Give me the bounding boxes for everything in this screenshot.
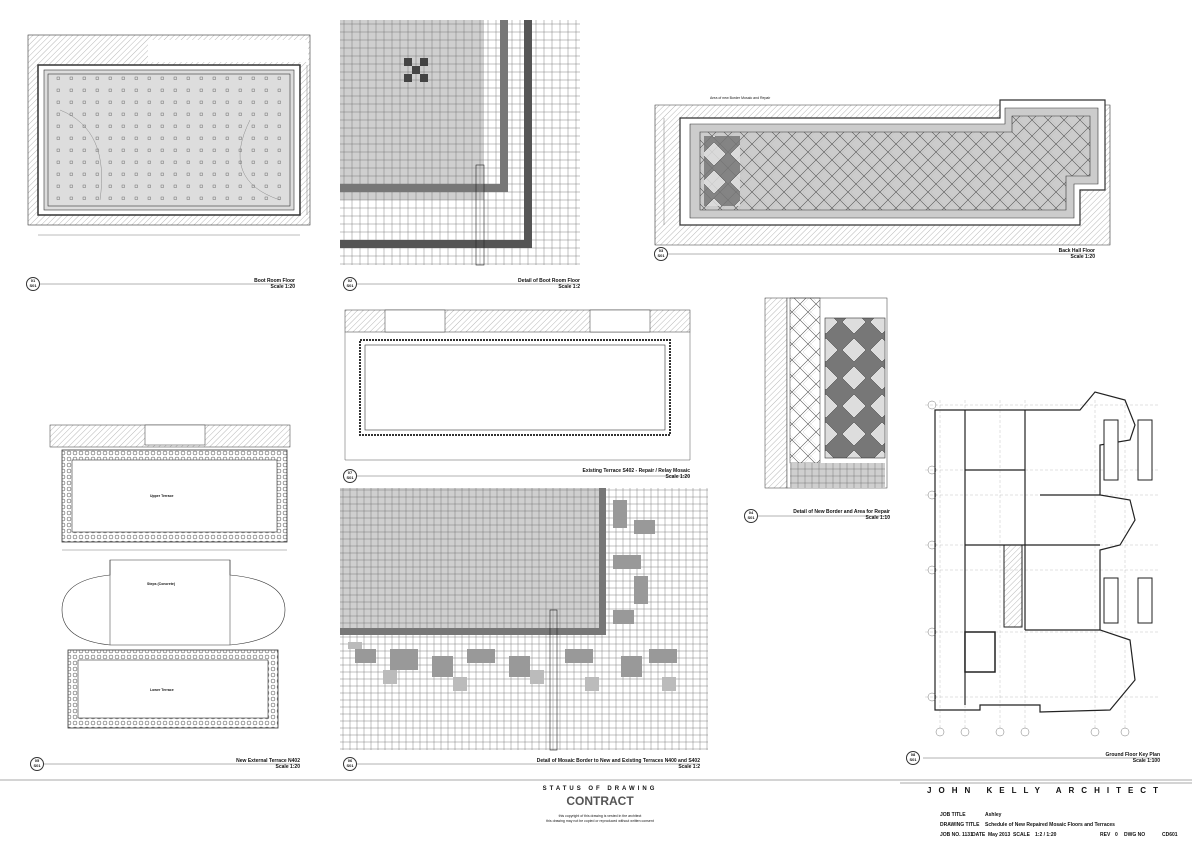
title-leader-lines [38,253,1160,765]
copyright-note: this copyright of this drawing is vested… [546,814,654,823]
drawing-06-detail-mosaic-border [340,488,708,751]
room-label-lower-terrace: Lower Terrace [150,688,174,692]
drawing-title-06: Detail of Mosaic Border to New and Exist… [536,758,700,770]
rev-label: REV [1100,832,1111,838]
drawing-07-existing-terrace [344,309,691,461]
job-no-label: JOB NO. [940,832,961,838]
drawing-01-boot-room-floor [27,34,311,236]
rev: 0 [1115,832,1118,838]
drawing-08-ground-floor-key-plan [925,391,1160,737]
date: May 2013 [988,832,1011,838]
room-label-steps: Steps (Concrete) [147,582,176,586]
job-no: 1131 [962,832,973,838]
room-label-upper-terrace: Upper Terrace [150,494,174,498]
date-label: DATE [972,832,986,838]
drawing-title-07: Existing Terrace S402 - Repair / Relay M… [582,468,690,480]
drawing-title: Schedule of New Repaired Mosaic Floors a… [985,822,1115,828]
drawing-title-label: DRAWING TITLE [940,822,980,828]
status-heading: STATUS OF DRAWING [542,786,658,792]
scale: 1:2 / 1:20 [1035,832,1057,838]
status-value: CONTRACT [566,794,634,808]
job-title-label: JOB TITLE [940,812,966,818]
architect-name: JOHN KELLY ARCHITECT [927,786,1165,795]
drawing-04-detail-new-border [764,297,888,489]
dwg-no: CD601 [1162,832,1178,838]
job-title: Ashley [985,812,1002,818]
drawing-title-04: Detail of New Border and Area for Repair… [793,509,890,521]
scale-label: SCALE [1013,832,1030,838]
hall-annotation: Area of new Border Mosaic and Repair [710,96,771,100]
dwg-no-label: DWG NO [1124,832,1146,838]
drawing-03-back-hall-floor [654,99,1111,246]
drawing-02-detail-boot-room [340,20,580,266]
drawing-05-new-external-terrace [49,424,291,729]
